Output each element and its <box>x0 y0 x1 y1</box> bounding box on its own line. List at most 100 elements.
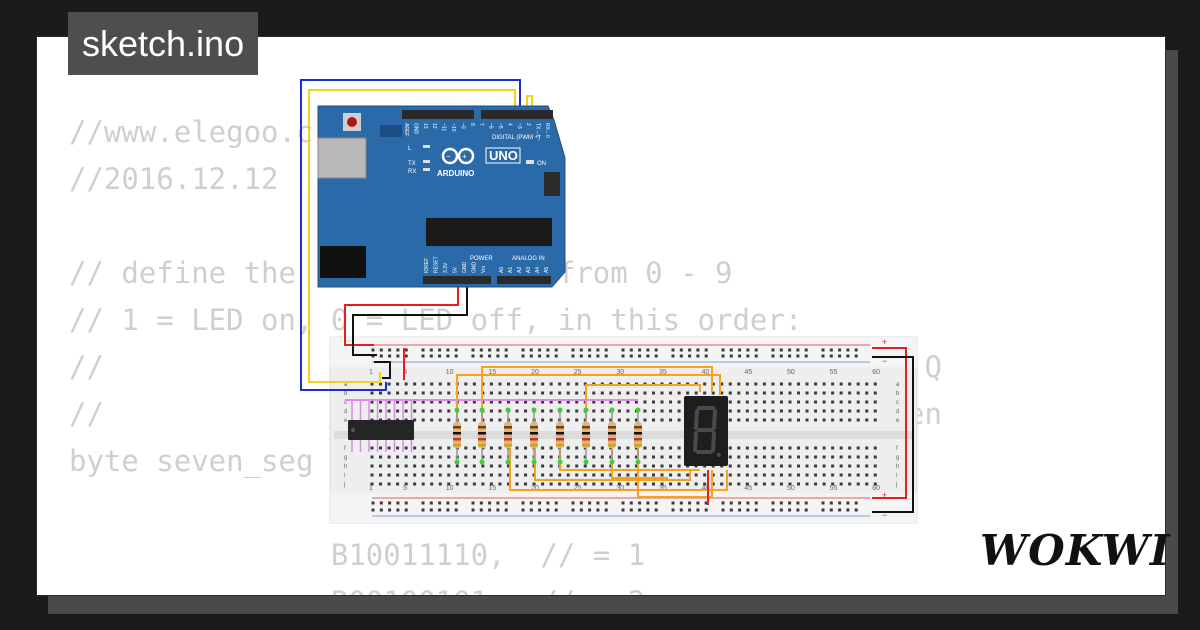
breadboard-hole[interactable] <box>643 409 647 413</box>
breadboard-hole[interactable] <box>720 382 724 386</box>
rail-hole[interactable] <box>554 508 558 512</box>
rail-hole[interactable] <box>604 354 608 358</box>
breadboard-hole[interactable] <box>421 464 425 468</box>
breadboard-hole[interactable] <box>464 418 468 422</box>
breadboard-hole[interactable] <box>498 418 502 422</box>
rail-hole[interactable] <box>496 354 500 358</box>
rail-hole[interactable] <box>696 501 700 505</box>
breadboard-hole[interactable] <box>703 482 707 486</box>
digital-header-left[interactable] <box>402 110 474 119</box>
breadboard-hole[interactable] <box>592 418 596 422</box>
breadboard-hole[interactable] <box>421 382 425 386</box>
breadboard-hole[interactable] <box>566 446 570 450</box>
breadboard-hole[interactable] <box>532 391 536 395</box>
breadboard-hole[interactable] <box>489 409 493 413</box>
breadboard-hole[interactable] <box>686 482 690 486</box>
rail-hole[interactable] <box>679 508 683 512</box>
breadboard-hole[interactable] <box>575 446 579 450</box>
rail-hole[interactable] <box>546 354 550 358</box>
rail-hole[interactable] <box>629 508 633 512</box>
rail-hole[interactable] <box>746 354 750 358</box>
rail-hole[interactable] <box>654 348 658 352</box>
breadboard-hole[interactable] <box>745 455 749 459</box>
breadboard-hole[interactable] <box>873 464 877 468</box>
resistor[interactable] <box>530 407 538 465</box>
breadboard-hole[interactable] <box>754 482 758 486</box>
rail-hole[interactable] <box>604 348 608 352</box>
breadboard-hole[interactable] <box>566 455 570 459</box>
breadboard-hole[interactable] <box>779 482 783 486</box>
breadboard-hole[interactable] <box>771 418 775 422</box>
breadboard-hole[interactable] <box>413 482 417 486</box>
breadboard-hole[interactable] <box>626 446 630 450</box>
breadboard-hole[interactable] <box>413 455 417 459</box>
breadboard-hole[interactable] <box>438 464 442 468</box>
breadboard-hole[interactable] <box>779 473 783 477</box>
rail-hole[interactable] <box>721 348 725 352</box>
breadboard-hole[interactable] <box>745 382 749 386</box>
breadboard-hole[interactable] <box>779 382 783 386</box>
breadboard-hole[interactable] <box>745 418 749 422</box>
breadboard-hole[interactable] <box>506 464 510 468</box>
breadboard-hole[interactable] <box>831 400 835 404</box>
rail-hole[interactable] <box>738 354 742 358</box>
rail-hole[interactable] <box>454 501 458 505</box>
breadboard-hole[interactable] <box>566 464 570 468</box>
breadboard-hole[interactable] <box>856 464 860 468</box>
rail-hole[interactable] <box>771 508 775 512</box>
rail-hole[interactable] <box>588 354 592 358</box>
rail-hole[interactable] <box>504 501 508 505</box>
breadboard-hole[interactable] <box>541 400 545 404</box>
breadboard-hole[interactable] <box>626 473 630 477</box>
breadboard-hole[interactable] <box>737 409 741 413</box>
rail-hole[interactable] <box>488 348 492 352</box>
breadboard-hole[interactable] <box>549 382 553 386</box>
breadboard-hole[interactable] <box>438 400 442 404</box>
breadboard-hole[interactable] <box>660 464 664 468</box>
breadboard-hole[interactable] <box>839 400 843 404</box>
rail-hole[interactable] <box>396 354 400 358</box>
breadboard-hole[interactable] <box>472 473 476 477</box>
rail-hole[interactable] <box>838 508 842 512</box>
breadboard-hole[interactable] <box>592 400 596 404</box>
breadboard-hole[interactable] <box>455 464 459 468</box>
rail-hole[interactable] <box>496 508 500 512</box>
breadboard-hole[interactable] <box>814 418 818 422</box>
breadboard-hole[interactable] <box>370 473 374 477</box>
rail-hole[interactable] <box>838 348 842 352</box>
breadboard-hole[interactable] <box>737 446 741 450</box>
rail-hole[interactable] <box>396 508 400 512</box>
breadboard-hole[interactable] <box>379 409 383 413</box>
rail-hole[interactable] <box>504 508 508 512</box>
rail-hole[interactable] <box>529 501 533 505</box>
rail-hole[interactable] <box>679 348 683 352</box>
breadboard-hole[interactable] <box>660 455 664 459</box>
breadboard-hole[interactable] <box>831 464 835 468</box>
breadboard-hole[interactable] <box>464 382 468 386</box>
breadboard-hole[interactable] <box>771 409 775 413</box>
breadboard-hole[interactable] <box>464 455 468 459</box>
breadboard-hole[interactable] <box>575 473 579 477</box>
breadboard-hole[interactable] <box>831 382 835 386</box>
breadboard-hole[interactable] <box>651 446 655 450</box>
breadboard-hole[interactable] <box>779 409 783 413</box>
breadboard-hole[interactable] <box>822 455 826 459</box>
breadboard-hole[interactable] <box>728 409 732 413</box>
breadboard-hole[interactable] <box>839 464 843 468</box>
breadboard-hole[interactable] <box>455 473 459 477</box>
breadboard-hole[interactable] <box>498 464 502 468</box>
breadboard-hole[interactable] <box>651 400 655 404</box>
rail-hole[interactable] <box>679 354 683 358</box>
breadboard-hole[interactable] <box>455 482 459 486</box>
breadboard-hole[interactable] <box>805 464 809 468</box>
rail-hole[interactable] <box>771 348 775 352</box>
breadboard-hole[interactable] <box>831 473 835 477</box>
rail-hole[interactable] <box>854 354 858 358</box>
rail-hole[interactable] <box>779 348 783 352</box>
rail-hole[interactable] <box>488 501 492 505</box>
breadboard-hole[interactable] <box>651 464 655 468</box>
breadboard-hole[interactable] <box>805 391 809 395</box>
breadboard-hole[interactable] <box>515 482 519 486</box>
breadboard-hole[interactable] <box>848 455 852 459</box>
breadboard-hole[interactable] <box>413 446 417 450</box>
